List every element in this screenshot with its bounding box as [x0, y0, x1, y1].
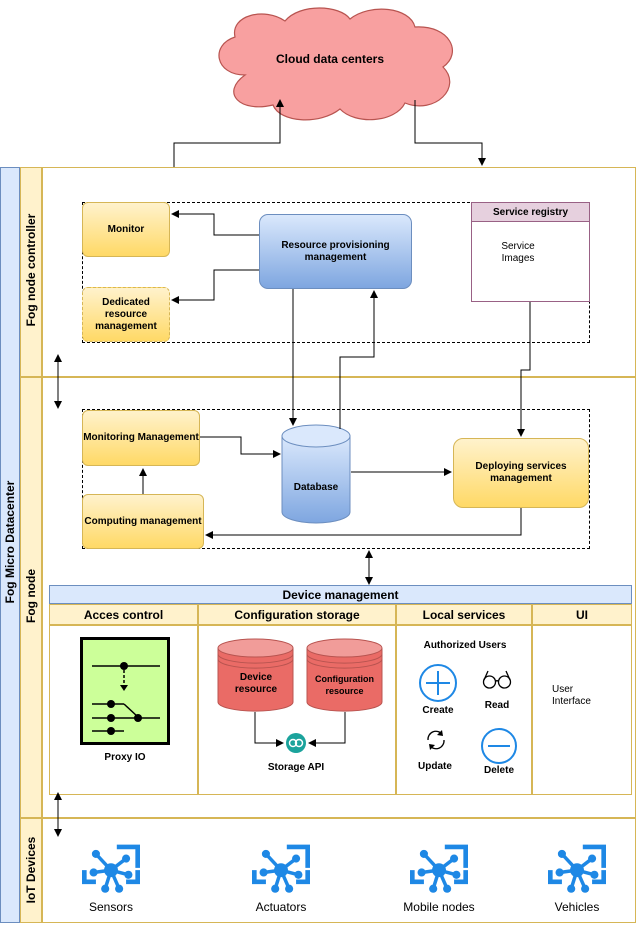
monitor-box: Monitor	[82, 202, 170, 257]
user-interface-label: User Interface	[552, 684, 591, 707]
create-icon	[419, 664, 457, 702]
update-label: Update	[418, 761, 452, 772]
device-management-header: Device management	[49, 585, 632, 604]
local-services-header: Local services	[396, 604, 532, 625]
service-registry: Service registry Service Images	[471, 202, 590, 302]
vehicles-label: Vehicles	[554, 900, 600, 914]
provisioning-label: Resource provisioning management	[281, 239, 390, 263]
controller-layer-tab	[20, 167, 42, 377]
delete-icon	[481, 728, 517, 764]
ui-panel	[532, 625, 632, 795]
mobile-nodes-label: Mobile nodes	[403, 900, 475, 914]
cloud-label: Cloud data centers	[275, 52, 385, 66]
vehicles-icon	[548, 842, 606, 896]
service-registry-title: Service registry	[472, 203, 589, 222]
sensors-icon	[82, 842, 140, 896]
mobile-nodes-icon	[410, 842, 468, 896]
read-icon	[482, 670, 512, 689]
sensors-label: Sensors	[88, 900, 134, 914]
service-registry-body: Service Images	[501, 241, 535, 264]
fog-node-group	[82, 409, 590, 549]
iot-layer	[42, 818, 636, 923]
iot-layer-tab	[20, 818, 42, 923]
delete-label: Delete	[483, 765, 514, 776]
computing-management-box: Computing management	[82, 494, 204, 549]
actuators-label: Actuators	[255, 900, 307, 914]
provisioning-box: Resource provisioning management	[259, 214, 412, 289]
ui-header: UI	[532, 604, 632, 625]
database-label: Database	[293, 482, 339, 493]
acces-control-header: Acces control	[49, 604, 198, 625]
cloud-shape	[218, 7, 453, 121]
device-resource-cylinder	[217, 638, 294, 712]
database-cylinder	[281, 424, 351, 524]
storage-api-icon	[286, 733, 306, 753]
configuration-resource-label: Configuration resource	[315, 674, 374, 696]
create-label: Create	[422, 705, 454, 716]
proxy-io-icon	[80, 637, 170, 745]
fog-datacenter-label: Fog Micro Datacenter	[3, 480, 17, 604]
configuration-storage-header: Configuration storage	[198, 604, 396, 625]
fog-datacenter-bar	[0, 167, 20, 923]
dedicated-resource-box: Dedicated resource management	[82, 287, 170, 342]
read-label: Read	[484, 700, 510, 711]
monitoring-management-box: Monitoring Management	[82, 410, 200, 466]
iot-layer-label: IoT Devices	[24, 836, 38, 904]
controller-layer-label: Fog node controller	[24, 213, 38, 327]
configuration-resource-cylinder	[306, 638, 383, 712]
local-services-panel	[396, 625, 532, 795]
fog-node-layer-label: Fog node	[24, 569, 38, 623]
fog-node-layer-tab	[20, 377, 42, 818]
actuators-icon	[252, 842, 310, 896]
deploying-services-box: Deploying services management	[453, 438, 589, 508]
authorized-users-label: Authorized Users	[423, 640, 507, 651]
device-resource-label: Device resource	[234, 672, 278, 695]
proxy-io-label: Proxy IO	[104, 752, 146, 763]
update-icon	[427, 730, 445, 750]
storage-api-label: Storage API	[267, 762, 325, 773]
